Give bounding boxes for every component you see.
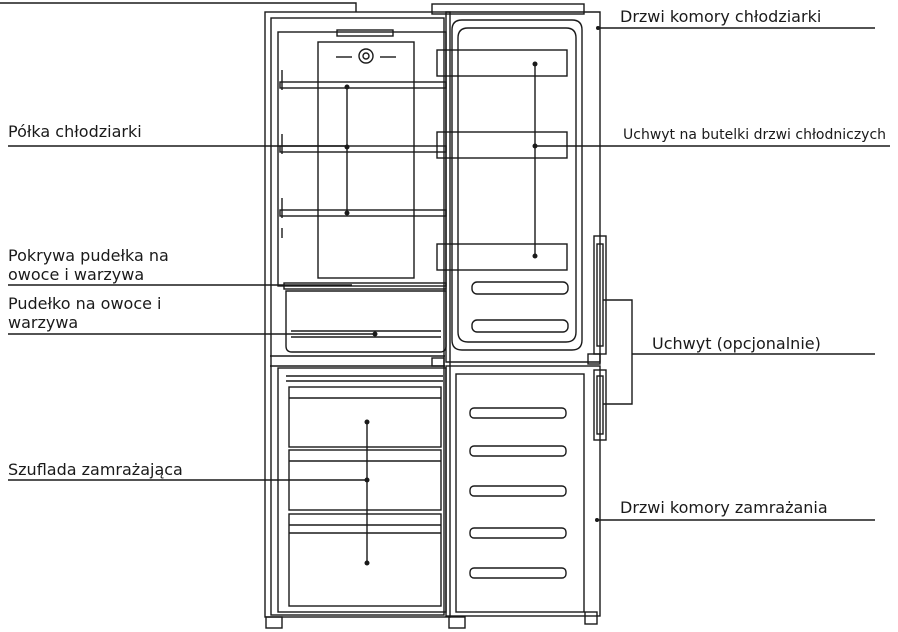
label-crisper-box-line2: warzywa bbox=[8, 313, 79, 332]
label-fridge-door: Drzwi komory chłodziarki bbox=[620, 7, 822, 26]
label-fridge-shelf: Półka chłodziarki bbox=[8, 122, 142, 141]
fridge-door bbox=[431, 11, 601, 367]
cabinet-body bbox=[264, 3, 598, 629]
label-freezer-door: Drzwi komory zamrażania bbox=[620, 498, 828, 517]
label-crisper-box-line1: Pudełko na owoce i bbox=[8, 294, 162, 313]
label-crisper-cover-line1: Pokrywa pudełka na bbox=[8, 246, 169, 265]
door-handle bbox=[587, 235, 607, 441]
label-crisper-cover-line2: owoce i warzywa bbox=[8, 265, 145, 284]
fridge-shelf bbox=[279, 70, 447, 238]
label-door-bottle-holder: Uchwyt na butelki drzwi chłodniczych bbox=[623, 127, 887, 143]
freezer-drawer bbox=[288, 386, 442, 607]
crisper-box bbox=[285, 290, 447, 353]
freezer-compartment bbox=[277, 367, 447, 613]
callout-dots bbox=[344, 26, 600, 566]
callout-lines bbox=[0, 2, 890, 563]
freezer-door bbox=[445, 365, 601, 617]
door-bottle-holder bbox=[436, 49, 568, 271]
fridge-compartment bbox=[277, 29, 447, 287]
label-freezer-drawer: Szuflada zamrażająca bbox=[8, 460, 183, 479]
label-handle: Uchwyt (opcjonalnie) bbox=[652, 334, 821, 353]
